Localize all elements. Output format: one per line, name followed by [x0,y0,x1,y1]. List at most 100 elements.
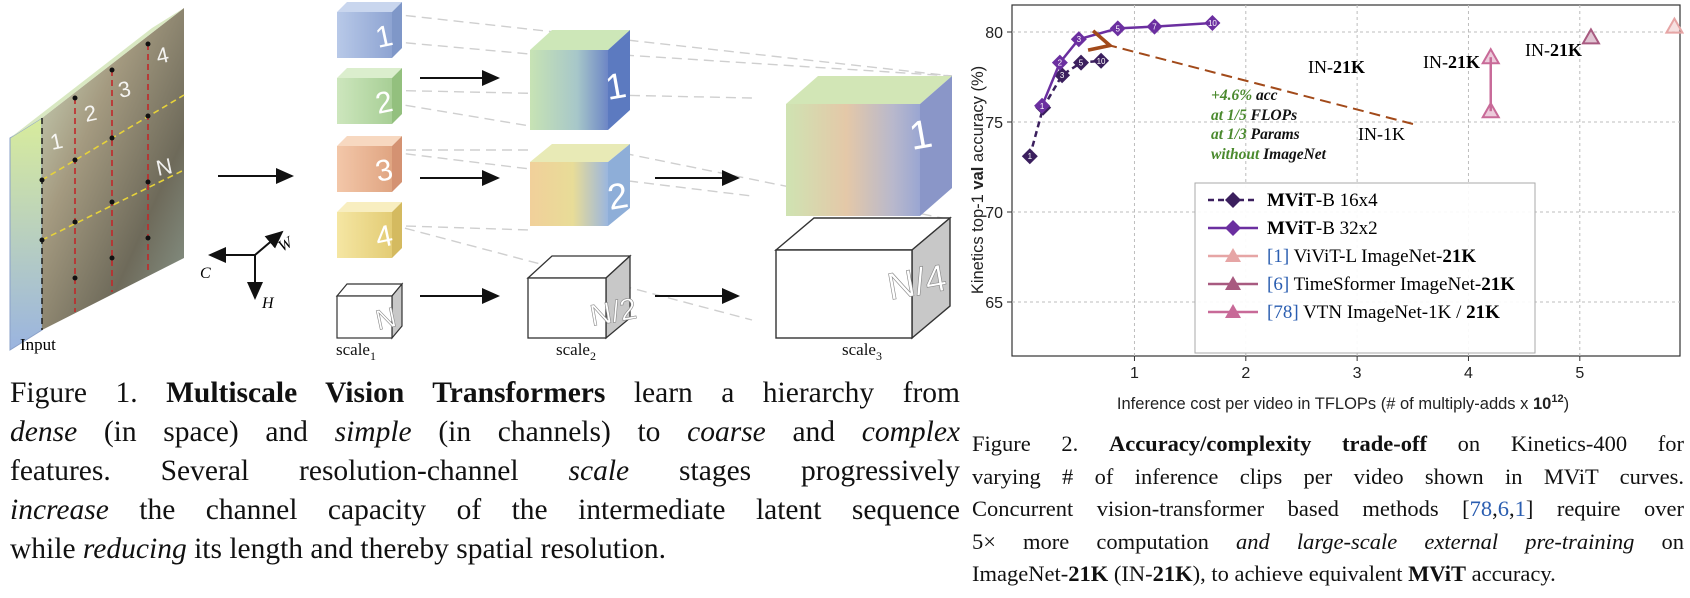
axis-h-label: H [261,295,275,312]
label-in21k-timesformer: IN-21K [1423,52,1480,72]
data-point-marker [1073,54,1090,71]
caption-line: 5× more computation and large-scale exte… [972,528,1685,554]
citation-link[interactable]: 1 [1514,496,1526,521]
plot-frame [1011,4,1681,357]
caption-line: ImageNet-21K (IN-21K), to achieve equiva… [972,561,1556,586]
input-patch-label: 2 [82,100,99,127]
x-tick-label: 5 [1575,365,1584,382]
stage1-tokens: 1 2 3 4 N scale1 [335,2,404,363]
data-point-marker [1070,31,1087,48]
data-point-marker [1051,54,1068,71]
caption-line: features. Several resolution-channel sca… [10,455,960,487]
stage2-tokens: 1 2 N/2 scale2 [526,30,639,363]
legend: MViT-B 16x4 MViT-B 32x2 [1] ViViT-L Imag… [1194,182,1536,354]
token-cube-2: 2 [337,68,402,124]
svg-text:[6] TimeSformer ImageNet-21K: [6] TimeSformer ImageNet-21K [1267,274,1515,295]
svg-text:[1] ViViT-L ImageNet-21K: [1] ViViT-L ImageNet-21K [1267,246,1476,267]
x-tick-label: 3 [1353,365,1362,382]
input-patch-label: 1 [48,128,65,155]
data-point-marker [1481,47,1501,65]
data-point-marker [1204,15,1221,31]
citation-link[interactable]: 6 [1497,496,1509,521]
x-tick-label: 2 [1241,365,1250,382]
data-point-label: 1 [1040,102,1045,111]
legend-entry-mvit-32x2: MViT-B 32x2 [1208,218,1378,239]
data-point-label: 10 [1208,19,1217,28]
annotations: +4.6% acc at 1/5 FLOPs at 1/3 Params wit… [1108,40,1582,163]
annotation-line-2: at 1/5 FLOPs [1211,107,1297,124]
svg-text:MViT-B 32x2: MViT-B 32x2 [1267,218,1378,239]
axes-glyph: C W H [200,230,297,312]
data-point-marker [1093,52,1110,69]
token-cube-1: 1 [786,76,952,216]
svg-text:2: 2 [373,85,396,121]
annotation-line-3: at 1/3 Params [1211,126,1300,143]
data-point-marker [1664,16,1685,34]
series-layer: 1235101235710 [1021,15,1685,165]
token-cube-n2: N/2 [526,254,639,340]
x-tick-label: 4 [1464,365,1473,382]
svg-text:4: 4 [373,219,396,255]
caption-line: Figure 2. Accuracy/complexity trade-off … [972,431,1684,456]
token-cube-1: 1 [337,2,402,58]
token-cube-1: 1 [530,30,630,130]
legend-entry-vtn: [78] VTN ImageNet-1K / 21K [1208,302,1500,323]
legend-entry-mvit-16x4: MViT-B 16x4 [1208,190,1378,211]
legend-entry-vivit: [1] ViViT-L ImageNet-21K [1208,246,1476,267]
caption-line: Concurrent vision-transformer based meth… [972,496,1684,521]
annotation-line-4: without ImageNet [1211,146,1327,163]
scale2-label: scale2 [556,340,596,363]
label-in21k-vtn: IN-21K [1308,57,1365,77]
svg-text:MViT-B 16x4: MViT-B 16x4 [1267,190,1378,211]
token-cube-n4: N/4 [774,216,952,340]
annotation-line-1: +4.6% acc [1211,87,1278,104]
svg-text:N/4: N/4 [884,257,950,309]
data-point-label: 2 [1058,59,1063,68]
data-point-label: 1 [1028,152,1033,161]
x-tick-label: 1 [1130,365,1139,382]
data-point-label: 5 [1079,59,1084,68]
series-line [1040,21,1213,107]
input-label: Input [20,335,56,354]
data-point-label: 7 [1152,23,1157,32]
grid [1012,5,1680,356]
data-point-label: 5 [1116,24,1121,33]
data-point-marker [1146,18,1163,35]
citation-link[interactable]: 78 [1469,496,1493,521]
token-cube-3: 3 [337,136,402,192]
caption-line: dense (in space) and simple (in channels… [10,416,961,448]
caption-line: Figure 1. Multiscale Vision Transformers… [10,377,960,409]
y-axis-label: Kinetics top-1 val accuracy (%) [969,66,987,294]
svg-text:N/2: N/2 [587,292,639,333]
y-tick-label: 75 [985,115,1003,132]
data-point-marker [1054,67,1071,84]
y-tick-label: 80 [985,25,1003,42]
improvement-arrow [1108,45,1414,125]
svg-text:3: 3 [373,153,396,189]
figure-1-caption: Figure 1. Multiscale Vision Transformers… [10,374,960,569]
svg-text:1: 1 [373,19,396,55]
input-patch-label: 4 [154,42,171,69]
input-video-volume: 1 2 3 4 N Input [9,8,185,354]
data-point-marker [1581,27,1601,45]
label-in21k-vivit: IN-21K [1525,40,1582,60]
svg-text:[78] VTN ImageNet-1K / 21K: [78] VTN ImageNet-1K / 21K [1267,302,1500,323]
data-point-label: 3 [1060,71,1065,80]
input-patch-label: 3 [116,76,133,103]
data-point-marker [1481,101,1501,119]
x-axis-label: Inference cost per video in TFLOPs (# of… [1117,393,1569,413]
token-cube-4: 4 [337,202,402,258]
input-patch-label: N [154,153,175,181]
label-in1k-vtn: IN-1K [1358,124,1405,144]
data-point-label: 3 [1077,35,1082,44]
figure-2-caption: Figure 2. Accuracy/complexity trade-off … [972,428,1684,591]
figure-1-diagram: 1 2 3 4 N Input C W H [9,2,953,363]
caption-line: varying # of inference clips per video s… [972,463,1684,489]
scale3-label: scale3 [842,340,882,363]
caption-line: while reducing its length and thereby sp… [10,533,666,565]
data-point-marker [1021,148,1038,165]
token-cube-n: N [335,282,404,340]
